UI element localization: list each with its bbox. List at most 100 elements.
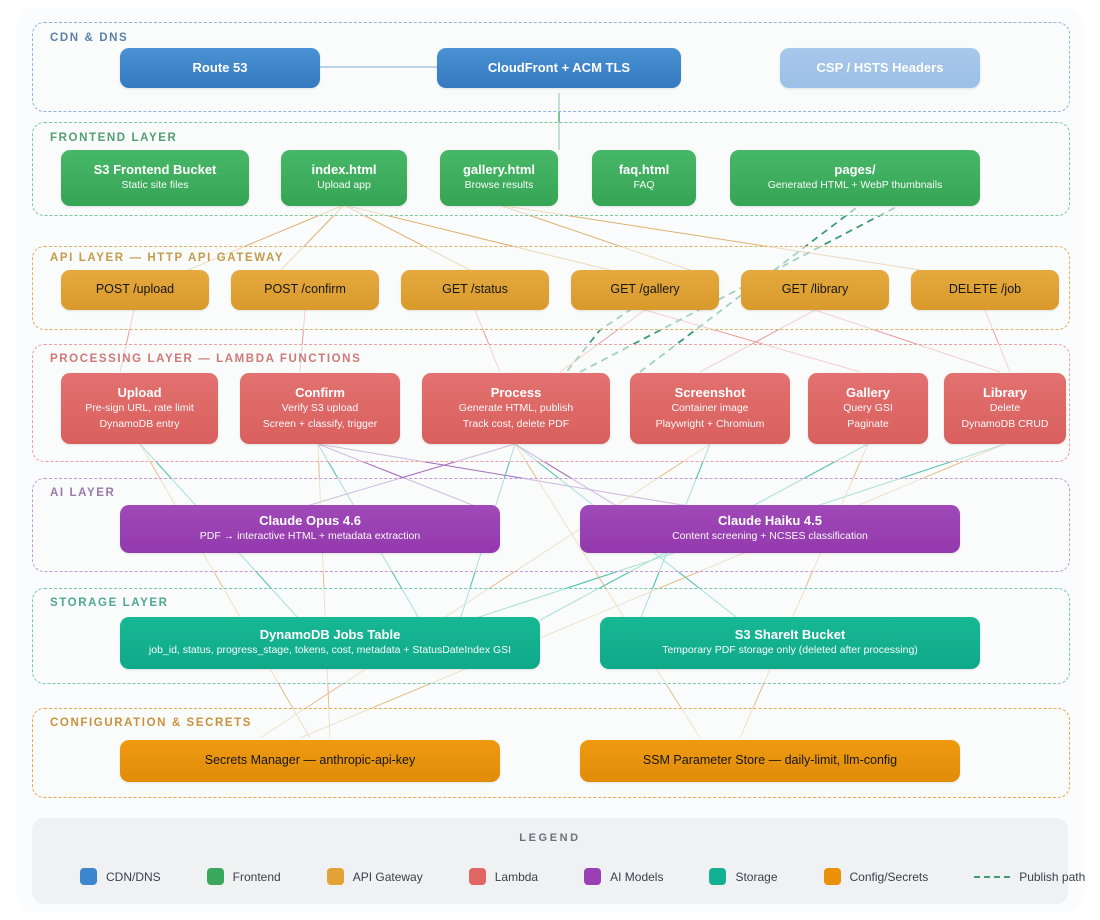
legend-title: LEGEND (519, 832, 581, 844)
node-title: S3 ShareIt Bucket (734, 627, 846, 642)
legend-swatch-icon (584, 868, 602, 885)
layer-title-processing: PROCESSING LAYER — LAMBDA FUNCTIONS (50, 353, 362, 365)
node-title: faq.html (618, 162, 670, 177)
node-title: CSP / HSTS Headers (816, 59, 944, 75)
node-cloudfront-acm-tls[interactable]: CloudFront + ACM TLS (437, 48, 681, 88)
node-title: Claude Haiku 4.5 (717, 513, 823, 528)
node-title: GET /status (442, 282, 508, 297)
layer-title-ai: AI LAYER (50, 487, 116, 499)
node-subtitle: Generated HTML + WebP thumbnails (767, 179, 943, 192)
node-csp-hsts-headers[interactable]: CSP / HSTS Headers (780, 48, 980, 88)
node-title: Confirm (295, 384, 345, 400)
node-get-status[interactable]: GET /status (401, 270, 549, 310)
node-title: Route 53 (192, 59, 248, 75)
legend-items: CDN/DNS Frontend API Gateway Lambda AI Model… (80, 868, 1085, 885)
node-title: CloudFront + ACM TLS (487, 59, 631, 75)
node-post-upload[interactable]: POST /upload (61, 270, 209, 310)
node-title: Process (490, 384, 542, 400)
node-title: POST /upload (95, 282, 175, 297)
node-claude-haiku[interactable]: Claude Haiku 4.5 Content screening + NCS… (580, 505, 960, 553)
node-subtitle: job_id, status, progress_stage, tokens, … (148, 644, 512, 657)
node-post-confirm[interactable]: POST /confirm (231, 270, 379, 310)
legend-item-label: CDN/DNS (106, 869, 161, 884)
node-delete-job[interactable]: DELETE /job (911, 270, 1059, 310)
node-get-gallery[interactable]: GET /gallery (571, 270, 719, 310)
legend-item: Lambda (468, 868, 539, 885)
node-subtitle: Temporary PDF storage only (deleted afte… (662, 644, 918, 657)
legend-dashed-line-icon (974, 875, 1011, 878)
node-gallery-html[interactable]: gallery.html Browse results (440, 150, 558, 206)
node-title: Library (982, 384, 1028, 400)
legend-item: AI Models (584, 868, 663, 885)
layer-title-configuration-secrets: CONFIGURATION & SECRETS (50, 717, 253, 729)
legend-item: Config/Secrets (823, 868, 929, 885)
node-title: gallery.html (462, 162, 535, 177)
legend-swatch-icon (468, 868, 486, 885)
node-secrets-manager[interactable]: Secrets Manager — anthropic-api-key (120, 740, 500, 782)
legend-item-label: API Gateway (352, 869, 423, 884)
node-s3-frontend-bucket[interactable]: S3 Frontend Bucket Static site files (61, 150, 249, 206)
node-route-53[interactable]: Route 53 (120, 48, 320, 88)
node-s3-shareit-bucket[interactable]: S3 ShareIt Bucket Temporary PDF storage … (600, 617, 980, 669)
node-subtitle: Browse results (464, 179, 534, 192)
node-title: DynamoDB Jobs Table (259, 627, 401, 642)
legend-item-label: Config/Secrets (849, 869, 929, 884)
legend-item: API Gateway (326, 868, 423, 885)
node-subtitle: FAQ (633, 179, 655, 192)
legend-item: Publish path (974, 870, 1085, 884)
legend-swatch-icon (823, 868, 841, 885)
node-subtitle: PDF → interactive HTML + metadata extrac… (199, 530, 421, 543)
node-claude-opus[interactable]: Claude Opus 4.6 PDF → interactive HTML +… (120, 505, 500, 553)
node-index-html[interactable]: index.html Upload app (281, 150, 407, 206)
node-subtitle: Content screening + NCSES classification (672, 530, 868, 543)
node-get-library[interactable]: GET /library (741, 270, 889, 310)
legend-item-label: Frontend (232, 869, 281, 884)
legend-item: Storage (709, 868, 778, 885)
node-title: GET /gallery (610, 282, 680, 297)
node-title: Gallery (845, 384, 891, 400)
node-title: Upload (117, 384, 162, 400)
layer-title-storage: STORAGE LAYER (50, 597, 169, 609)
node-subtitle: Static site files (121, 179, 189, 192)
legend-item-label: Publish path (1019, 869, 1086, 884)
node-subtitle: Upload app (317, 179, 371, 192)
node-title: SSM Parameter Store — daily-limit, llm-c… (642, 753, 898, 768)
node-title: DELETE /job (948, 282, 1022, 297)
node-ssm-parameter-store[interactable]: SSM Parameter Store — daily-limit, llm-c… (580, 740, 960, 782)
node-dynamodb-jobs-table[interactable]: DynamoDB Jobs Table job_id, status, prog… (120, 617, 540, 669)
node-title: Claude Opus 4.6 (259, 513, 361, 528)
layer-title-cdn-dns: CDN & DNS (50, 32, 129, 44)
node-title: Secrets Manager — anthropic-api-key (204, 753, 416, 768)
legend-item-label: Lambda (494, 869, 539, 884)
node-pages-dir[interactable]: pages/ Generated HTML + WebP thumbnails (730, 150, 980, 206)
legend-swatch-icon (326, 868, 344, 885)
legend-item: CDN/DNS (80, 868, 161, 885)
legend-item-label: AI Models (610, 869, 664, 884)
node-title: Screenshot (674, 384, 746, 400)
legend-item-label: Storage (735, 869, 778, 884)
node-title: pages/ (834, 162, 876, 177)
legend-panel: LEGEND CDN/DNS Frontend API Gateway Lambda A… (32, 818, 1085, 904)
legend-swatch-icon (206, 868, 224, 885)
layer-title-api-gateway: API LAYER — HTTP API GATEWAY (50, 252, 285, 264)
layer-title-frontend: FRONTEND LAYER (50, 132, 178, 144)
node-title: S3 Frontend Bucket (93, 162, 217, 177)
legend-item: Frontend (206, 868, 281, 885)
node-title: index.html (311, 162, 377, 177)
node-faq-html[interactable]: faq.html FAQ (592, 150, 696, 206)
node-title: GET /library (781, 282, 849, 297)
node-title: POST /confirm (264, 282, 346, 297)
